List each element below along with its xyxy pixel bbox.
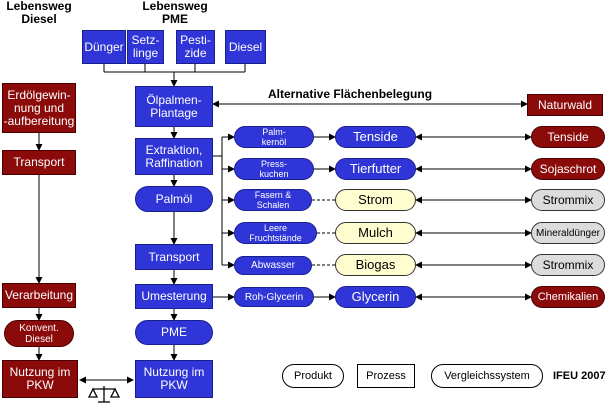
byproduct-roh-glycerin: Roh-Glycerin bbox=[234, 287, 314, 307]
process-verarbeitung: Verarbeitung bbox=[2, 283, 76, 308]
product-palmoel: Palmöl bbox=[135, 186, 213, 212]
reference-chemikalien: Chemikalien bbox=[531, 286, 605, 308]
legend-prozess: Prozess bbox=[357, 364, 415, 388]
alternative-flaechenbelegung-label: Alternative Flächenbelegung bbox=[268, 87, 433, 101]
product-pme: PME bbox=[135, 320, 213, 345]
legend-produkt: Produkt bbox=[282, 364, 344, 388]
byproduct-presskuchen: Press- kuchen bbox=[234, 158, 314, 180]
header-diesel: Lebensweg Diesel bbox=[6, 0, 72, 26]
product-strom: Strom bbox=[335, 189, 416, 211]
product-tierfutter: Tierfutter bbox=[335, 158, 416, 180]
byproduct-abwasser: Abwasser bbox=[234, 256, 312, 275]
byproduct-palmkernoel: Palm- kernöl bbox=[234, 126, 314, 148]
footer-ifeu: IFEU 2007 bbox=[553, 370, 606, 382]
header-pme: Lebensweg PME bbox=[142, 0, 208, 26]
reference-sojaschrot: Sojaschrot bbox=[531, 158, 605, 180]
process-erdoelgewinnung: Erdölgewin- nung und -aufbereitung bbox=[2, 83, 76, 133]
product-konvent-diesel: Konvent. Diesel bbox=[4, 320, 74, 347]
product-glycerin: Glycerin bbox=[335, 286, 416, 308]
reference-mineralduenger: Mineraldünger bbox=[531, 222, 605, 244]
process-transport-diesel: Transport bbox=[2, 150, 76, 175]
product-mulch: Mulch bbox=[335, 222, 416, 244]
reference-naturwald: Naturwald bbox=[527, 94, 603, 116]
legend-vergleichssystem: Vergleichssystem bbox=[431, 364, 543, 388]
process-umesterung: Umesterung bbox=[135, 284, 213, 309]
process-extraktion-raffination: Extraktion, Raffination bbox=[135, 138, 213, 175]
product-tenside: Tenside bbox=[335, 126, 416, 148]
process-nutzung-pkw-diesel: Nutzung im PKW bbox=[2, 360, 78, 398]
process-transport-pme: Transport bbox=[135, 244, 213, 270]
process-oelpalmen-plantage: Ölpalmen- Plantage bbox=[135, 86, 213, 127]
reference-strommix-2: Strommix bbox=[531, 254, 605, 276]
input-duenger: Dünger bbox=[82, 30, 126, 64]
input-pestizide: Pesti- zide bbox=[176, 30, 215, 64]
input-setzlinge: Setz- linge bbox=[127, 30, 164, 64]
reference-tenside: Tenside bbox=[531, 126, 605, 148]
input-diesel: Diesel bbox=[225, 30, 266, 64]
product-biogas: Biogas bbox=[335, 254, 416, 276]
reference-strommix-1: Strommix bbox=[531, 189, 605, 211]
balance-scale-icon bbox=[87, 386, 121, 403]
byproduct-fasern-schalen: Fasern & Schalen bbox=[234, 189, 312, 211]
byproduct-leere-fruchtstaende: Leere Fruchtstände bbox=[234, 222, 317, 244]
process-nutzung-pkw-pme: Nutzung im PKW bbox=[135, 360, 213, 398]
